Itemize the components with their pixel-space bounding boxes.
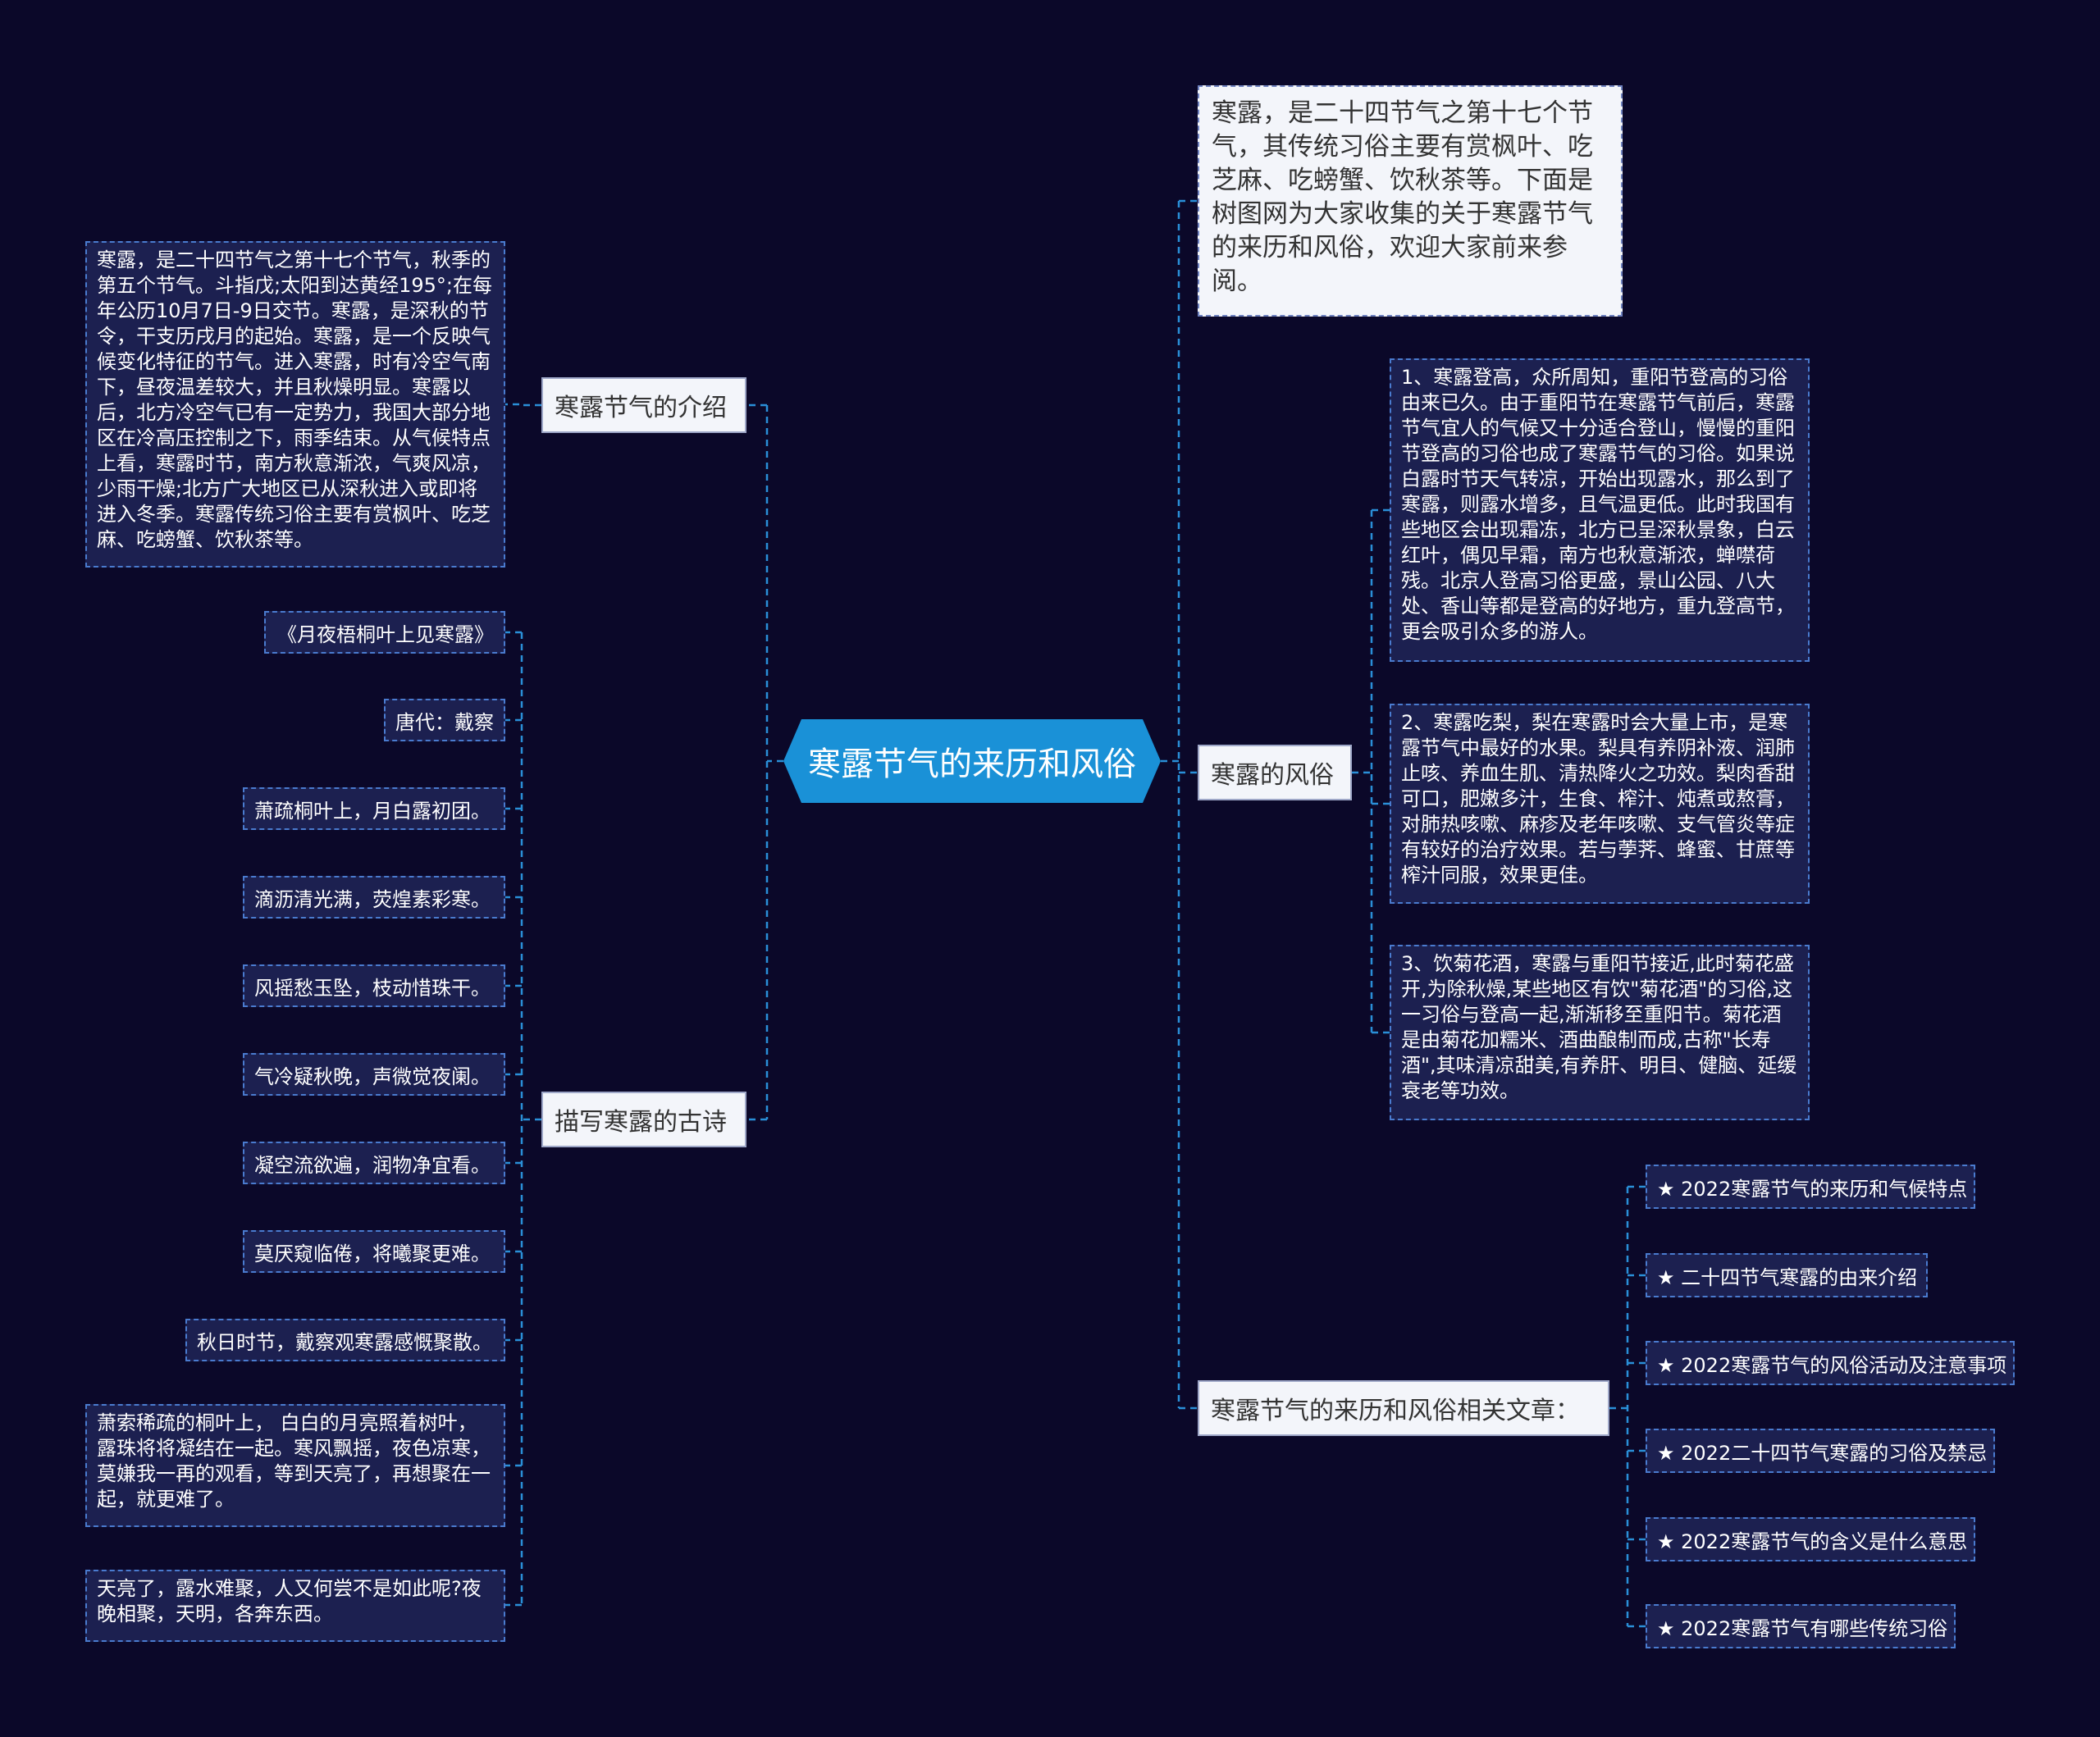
poem-line[interactable]: 气冷疑秋晚，声微觉夜阑。 xyxy=(243,1053,505,1096)
central-topic[interactable]: 寒露节气的来历和风俗 xyxy=(783,719,1161,803)
branch-related-articles[interactable]: 寒露节气的来历和风俗相关文章： xyxy=(1198,1380,1609,1436)
poem-line[interactable]: 秋日时节，戴察观寒露感慨聚散。 xyxy=(185,1319,505,1361)
poem-line[interactable]: 唐代：戴察 xyxy=(384,699,505,741)
poem-line[interactable]: 滴沥清光满，荧煌素彩寒。 xyxy=(243,876,505,919)
custom-item[interactable]: 2、寒露吃梨，梨在寒露时会大量上市，是寒露节气中最好的水果。梨具有养阴补液、润肺… xyxy=(1390,704,1810,904)
related-article-link[interactable]: ★ 2022二十四节气寒露的习俗及禁忌 xyxy=(1646,1429,1995,1473)
intro-text[interactable]: 寒露，是二十四节气之第十七个节气，其传统习俗主要有赏枫叶、吃芝麻、吃螃蟹、饮秋茶… xyxy=(1198,85,1623,317)
poem-line[interactable]: 萧疏桐叶上，月白露初团。 xyxy=(243,787,505,830)
branch-customs[interactable]: 寒露的风俗 xyxy=(1198,745,1352,800)
introduction-text[interactable]: 寒露，是二十四节气之第十七个节气，秋季的第五个节气。斗指戊;太阳到达黄经195°… xyxy=(85,241,505,568)
related-article-link[interactable]: ★ 2022寒露节气的含义是什么意思 xyxy=(1646,1517,1975,1561)
poem-line[interactable]: 凝空流欲遍，润物净宜看。 xyxy=(243,1142,505,1184)
poem-line[interactable]: 莫厌窥临倦，将曦聚更难。 xyxy=(243,1230,505,1273)
related-article-link[interactable]: ★ 2022寒露节气有哪些传统习俗 xyxy=(1646,1604,1956,1648)
custom-item[interactable]: 1、寒露登高，众所周知，重阳节登高的习俗由来已久。由于重阳节在寒露节气前后，寒露… xyxy=(1390,358,1810,662)
poem-translation[interactable]: 萧索稀疏的桐叶上， 白白的月亮照着树叶，露珠将将凝结在一起。寒风飘摇，夜色凉寒，… xyxy=(85,1404,505,1527)
branch-introduction[interactable]: 寒露节气的介绍 xyxy=(541,377,746,433)
related-article-link[interactable]: ★ 2022寒露节气的风俗活动及注意事项 xyxy=(1646,1341,2015,1385)
poem-comment[interactable]: 天亮了，露水难聚，人又何尝不是如此呢?夜晚相聚，天明，各奔东西。 xyxy=(85,1570,505,1642)
custom-item[interactable]: 3、饮菊花酒，寒露与重阳节接近,此时菊花盛开,为除秋燥,某些地区有饮"菊花酒"的… xyxy=(1390,945,1810,1120)
poem-line[interactable]: 《月夜梧桐叶上见寒露》 xyxy=(264,611,505,654)
branch-poems[interactable]: 描写寒露的古诗 xyxy=(541,1092,746,1147)
related-article-link[interactable]: ★ 二十四节气寒露的由来介绍 xyxy=(1646,1253,1928,1297)
related-article-link[interactable]: ★ 2022寒露节气的来历和气候特点 xyxy=(1646,1165,1975,1209)
poem-line[interactable]: 风摇愁玉坠，枝动惜珠干。 xyxy=(243,964,505,1007)
connector-line xyxy=(505,403,541,407)
